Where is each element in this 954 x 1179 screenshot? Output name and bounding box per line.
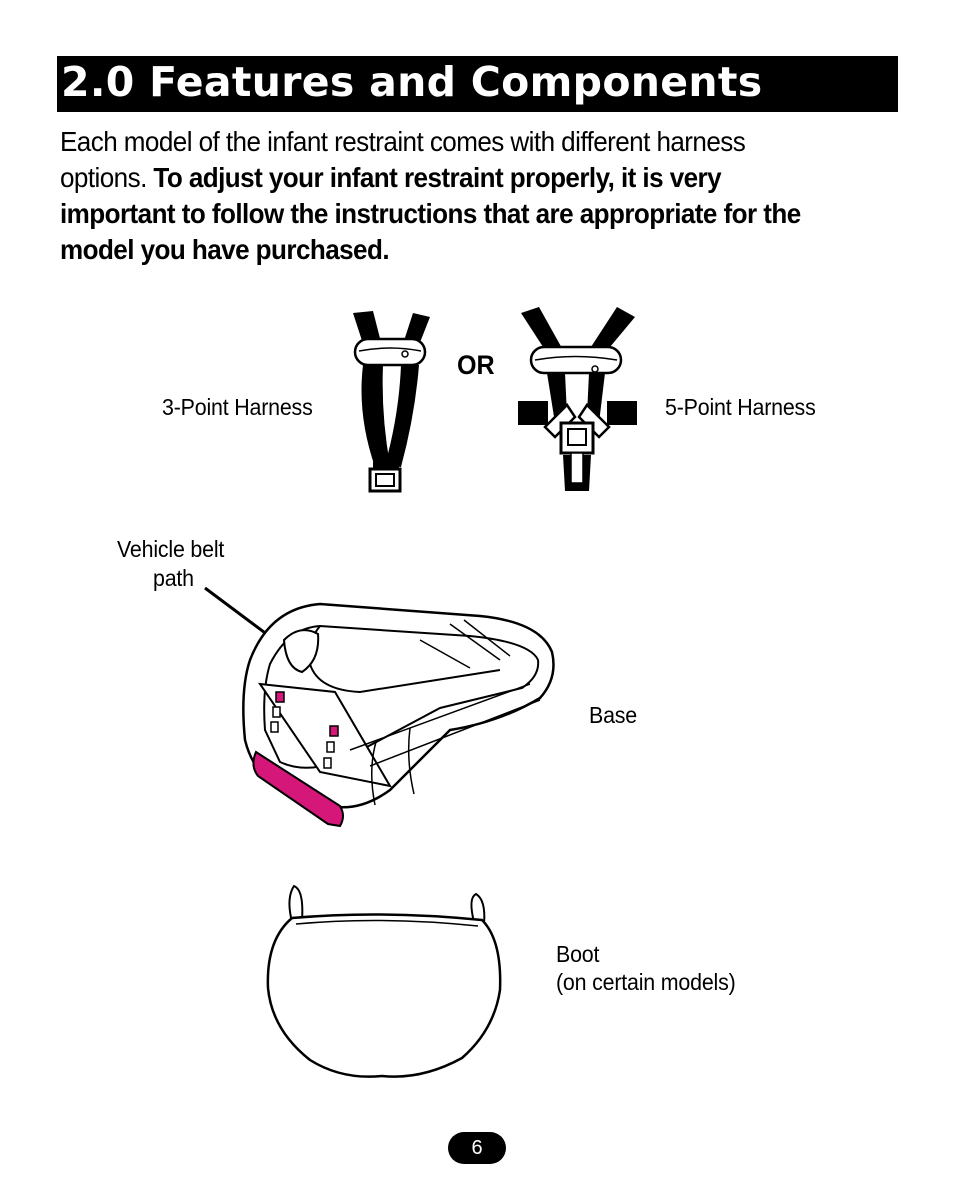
base-release-handle: [252, 750, 344, 828]
vehicle-belt-path-label-line1: Vehicle belt: [117, 536, 225, 562]
three-point-harness-illustration: [353, 311, 430, 493]
page-title: 2.0 Features and Components: [61, 58, 763, 106]
or-label: OR: [457, 350, 495, 380]
five-point-harness-label: 5-Point Harness: [665, 394, 816, 420]
three-point-harness-label: 3-Point Harness: [162, 394, 313, 420]
intro-paragraph: Each model of the infant restraint comes…: [60, 124, 832, 268]
intro-emphasis: To adjust your infant restraint properly…: [60, 162, 801, 265]
boot-label-line1: Boot: [556, 941, 600, 967]
section-title-bar: 2.0 Features and Components: [57, 56, 898, 112]
boot-illustration: [266, 884, 502, 1078]
page-number: 6: [448, 1132, 506, 1164]
boot-label-line2: (on certain models): [556, 969, 736, 995]
base-label: Base: [589, 702, 638, 728]
vehicle-belt-path-label-line2: path: [153, 565, 194, 591]
five-point-harness-illustration: [518, 307, 637, 491]
car-seat-base-illustration: [204, 586, 555, 828]
intro-text: Each model of the infant restraint comes…: [60, 126, 746, 193]
